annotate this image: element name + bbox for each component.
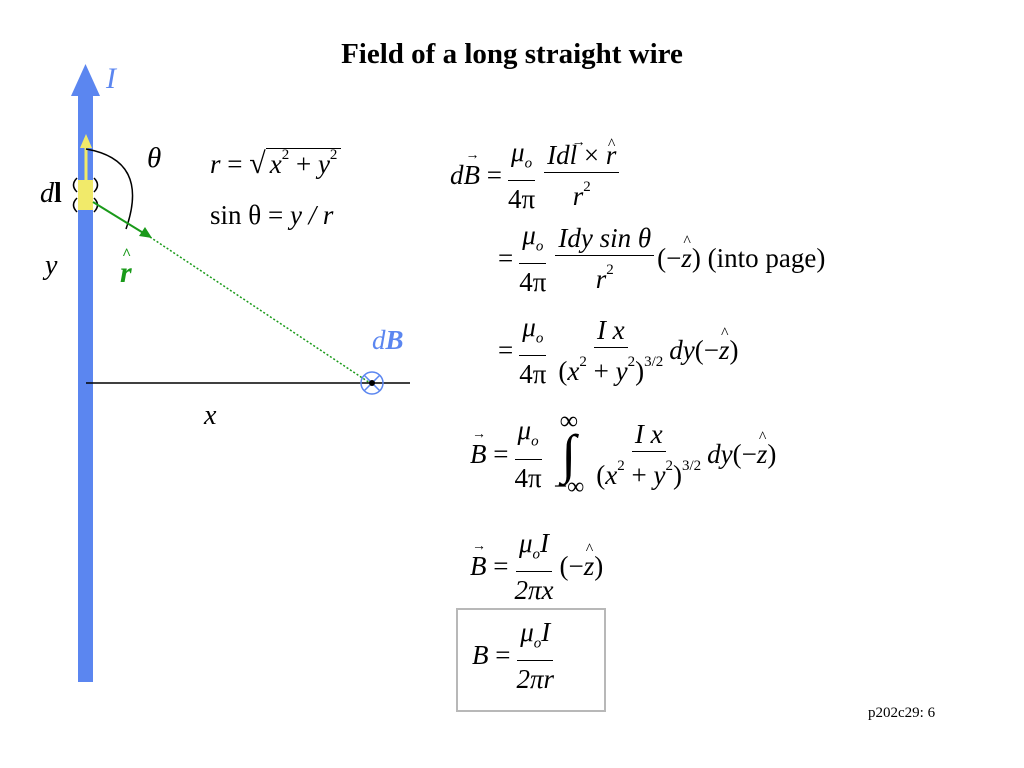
sin-theta-eq: sin θ = y / r xyxy=(210,200,334,230)
result-box xyxy=(456,608,606,712)
y-label: y xyxy=(45,250,58,281)
rhat-label: r xyxy=(120,246,132,290)
dl-label: dl xyxy=(40,178,62,209)
theta-label: θ xyxy=(147,142,162,174)
rhat-arrowhead xyxy=(139,227,152,238)
current-arrowhead xyxy=(71,64,100,96)
page-title: Field of a long straight wire xyxy=(341,38,683,70)
rhat-arrow-shaft xyxy=(92,201,146,235)
dB-label: dB xyxy=(372,325,404,355)
wire-segment-dl xyxy=(78,180,93,210)
slide-footer: p202c29: 6 xyxy=(868,705,936,721)
current-label: I xyxy=(106,62,116,95)
dl-bracket-left xyxy=(72,177,78,213)
r-dotted-line xyxy=(149,236,371,384)
field-into-page-icon xyxy=(360,371,384,395)
integral: ∞ ∫ −∞ xyxy=(553,406,585,500)
theta-arc xyxy=(85,148,134,230)
x-label: x xyxy=(204,400,217,431)
field-point xyxy=(369,380,375,386)
dl-bracket-right xyxy=(93,177,99,213)
r-definition-eq: r = √x2 + y2 xyxy=(210,147,342,181)
dl-arrowhead xyxy=(80,134,92,148)
wire xyxy=(78,96,93,682)
